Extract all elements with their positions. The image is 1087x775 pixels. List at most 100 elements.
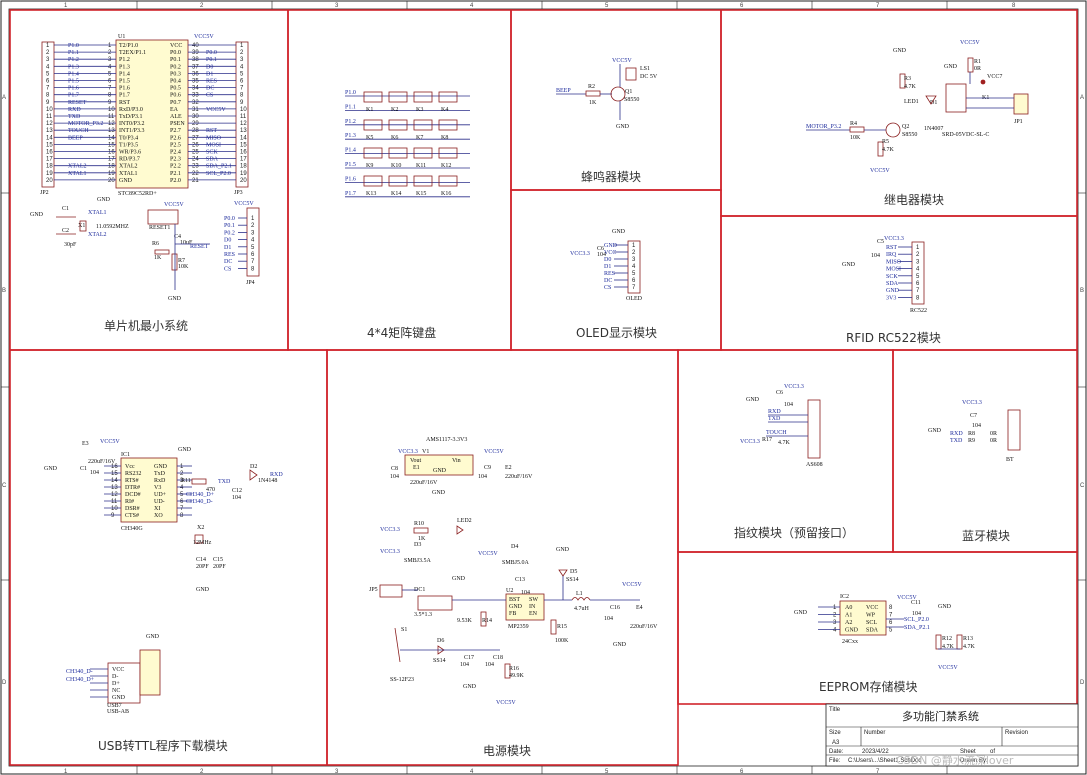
oled-vcc: VCC3.3 <box>570 251 590 257</box>
eeprom-pin-left: A0 <box>845 605 852 611</box>
mcu-net-right: SCK <box>206 150 218 156</box>
oled-pin-num: 5 <box>632 271 636 277</box>
d2-ref: D2 <box>250 464 257 470</box>
mcu-net-left: P1.0 <box>68 43 79 49</box>
r1-val: 0R <box>974 66 981 72</box>
keypad-key-switch <box>438 147 458 159</box>
jp3-pin-num: 3 <box>240 57 244 63</box>
keypad-key-switch <box>413 175 433 187</box>
c17-ref: C17 <box>464 655 474 661</box>
d5-diode <box>558 569 568 577</box>
oled-pin-net: CS <box>604 285 611 291</box>
vcc7-label: VCC7 <box>987 74 1002 80</box>
eeprom-pin-num-left: 2 <box>833 613 837 619</box>
r4-val: 10K <box>850 135 861 141</box>
ch340-pin-num-left: 13 <box>111 485 118 491</box>
tb-sheet-label: Sheet <box>960 749 976 755</box>
reset-net: RESET <box>190 244 209 250</box>
jp3-pin-num: 14 <box>240 135 247 141</box>
mcu-net-right: D1 <box>206 71 213 77</box>
mcu-net-left: RESET <box>68 100 87 106</box>
jp2-pin-num: 7 <box>46 86 50 92</box>
eeprom-pin-right: WP <box>866 613 876 619</box>
mcu-pin-num-left: 6 <box>108 79 112 85</box>
d2-diode <box>249 469 258 481</box>
jp2-pin-num: 8 <box>46 93 50 99</box>
jp3-pin-num: 20 <box>240 178 247 184</box>
oled-c-ref: C6 <box>597 246 604 252</box>
led2-diode <box>456 525 464 535</box>
eeprom-pin-num-left: 1 <box>833 605 837 611</box>
rfid-pin-net: MISO <box>886 259 902 265</box>
r2-val: 1K <box>589 100 597 106</box>
jp1-ref: JP1 <box>1014 119 1023 125</box>
jp2-pin-num: 2 <box>46 50 50 56</box>
jp4-pin-num: 5 <box>251 245 255 251</box>
jp2-pin-num: 18 <box>46 164 53 170</box>
keypad-key-label: K2 <box>391 107 398 113</box>
jp4-net: D1 <box>224 245 231 251</box>
keypad-key-switch <box>438 119 458 131</box>
xtal1-net: XTAL1 <box>88 210 107 216</box>
r2-resistor <box>585 90 601 97</box>
r10-resistor <box>413 527 429 534</box>
usb-conn-pin: D- <box>112 674 118 680</box>
c18-val: 104 <box>485 662 494 668</box>
r9-val: 0R <box>990 438 997 444</box>
ch340-pin-left: Vcc <box>125 464 135 470</box>
led1-ref: LED1 <box>904 99 919 105</box>
mcu-pin-num-left: 19 <box>108 171 115 177</box>
rfid-ref: RC522 <box>910 308 927 314</box>
relay-gnd: GND <box>893 48 907 54</box>
r12-val: 4.7K <box>942 644 955 650</box>
mcu-pin-num-left: 11 <box>108 114 115 120</box>
q1-part: S8550 <box>624 97 639 103</box>
mcu-net-left: P1.2 <box>68 57 79 63</box>
mcu-net-right: VCC5V <box>206 107 226 113</box>
mcu-pin-num-right: 23 <box>192 164 199 170</box>
r15-val: 100K <box>555 638 569 644</box>
jp4-net: P0.0 <box>224 216 235 222</box>
jp2-pin-num: 11 <box>46 114 53 120</box>
c13-ref: C13 <box>515 577 525 583</box>
mcu-pin-right: P0.4 <box>170 79 181 85</box>
rfid-pin-net: 3V3 <box>886 295 896 301</box>
jp2-pin-num: 1 <box>46 43 50 49</box>
ch340-pin-num-left: 16 <box>111 464 118 470</box>
jp3-pin-num: 9 <box>240 100 244 106</box>
mcu-pin-left: P1.5 <box>119 79 130 85</box>
buzzer-section: BEEP R2 1K Q1 S8550 VCC5V LS1 DC 5V GND <box>556 58 658 130</box>
ls1-val: DC 5V <box>640 74 658 80</box>
power-vcc33-led: VCC3.3 <box>380 527 400 533</box>
keypad-key-label: K9 <box>366 163 373 169</box>
keypad-key-label: K1 <box>366 107 373 113</box>
mcu-pin-right: P2.2 <box>170 164 181 170</box>
usb-conn-pin: D+ <box>112 681 120 687</box>
e2-val: 220uF/16V <box>505 474 533 480</box>
ch340-pin-right: UD+ <box>154 492 167 498</box>
mcu-net-left: P1.5 <box>68 79 79 85</box>
jp3-pin-num: 10 <box>240 107 247 113</box>
r10-val: 1K <box>418 536 426 542</box>
r12-ref: R12 <box>942 636 952 642</box>
ruler-col-5: 5 <box>605 3 609 9</box>
jp4-pin-num: 1 <box>251 216 255 222</box>
tb-title: 多功能门禁系统 <box>902 709 979 723</box>
mcu-net-right: DC <box>206 86 214 92</box>
ch340-pin-left: DSR# <box>125 506 140 512</box>
ruler-col-6: 6 <box>740 3 744 9</box>
jp4-net: D0 <box>224 238 231 244</box>
keypad-key-switch <box>363 147 383 159</box>
mcu-net-left: P1.4 <box>68 71 79 77</box>
usb-section: IC1 CH340G Vcc16RS23215RTS#14DTR#13DCD#1… <box>44 439 283 715</box>
u2-pin-left: FB <box>509 611 516 617</box>
rfid-pin-net: SDA <box>886 281 899 287</box>
led2-ref: LED2 <box>457 518 472 524</box>
s1-ref: S1 <box>401 627 407 633</box>
eeprom-pin-left: GND <box>845 628 859 634</box>
ch340-pin-num-right: 3 <box>180 478 184 484</box>
ruler-col-2: 2 <box>200 3 204 9</box>
keypad-key-switch <box>388 91 408 103</box>
mcu-net-left: MOTOR_P3.2 <box>68 121 103 127</box>
bt-c-val: 104 <box>972 423 981 429</box>
